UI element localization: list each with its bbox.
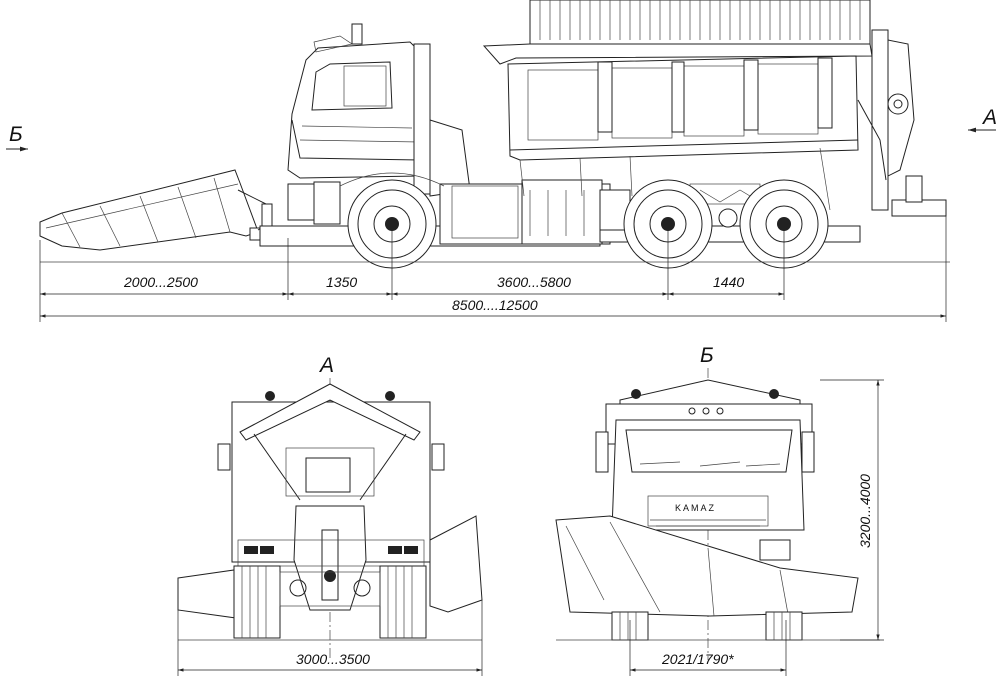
truck-cab-side bbox=[287, 23, 471, 225]
dim-wheelbase: 3600...5800 bbox=[497, 274, 571, 290]
view-label-a-right: A bbox=[981, 106, 997, 129]
dim-rear-width: 3000...3500 bbox=[296, 651, 370, 667]
grille-badge: KAMAZ bbox=[675, 503, 716, 513]
side-view: Б A bbox=[6, 0, 997, 322]
rear-spreader-side bbox=[857, 29, 947, 217]
snow-plow-side bbox=[39, 169, 293, 251]
view-marker-right: A bbox=[968, 106, 997, 133]
dim-height: 3200...4000 bbox=[857, 474, 873, 548]
view-label-b-left: Б bbox=[9, 123, 23, 146]
dim-plow-overhang: 2000...2500 bbox=[123, 274, 198, 290]
rear-view: A 3000...3500 bbox=[177, 354, 483, 676]
front-view: Б KAMAZ 2021/1790* bbox=[555, 344, 884, 676]
dim-front-track: 2021/1790* bbox=[661, 651, 734, 667]
view-label-b: Б bbox=[700, 344, 714, 367]
dimension-lines-side bbox=[39, 216, 947, 322]
dim-overall-length: 8500....12500 bbox=[452, 297, 538, 313]
view-marker-left: Б bbox=[6, 123, 28, 152]
hopper-body-side bbox=[482, 0, 873, 211]
dim-front-to-axle: 1350 bbox=[326, 274, 357, 290]
view-label-a: A bbox=[318, 354, 334, 377]
dim-rear-axle-spacing: 1440 bbox=[713, 274, 744, 290]
